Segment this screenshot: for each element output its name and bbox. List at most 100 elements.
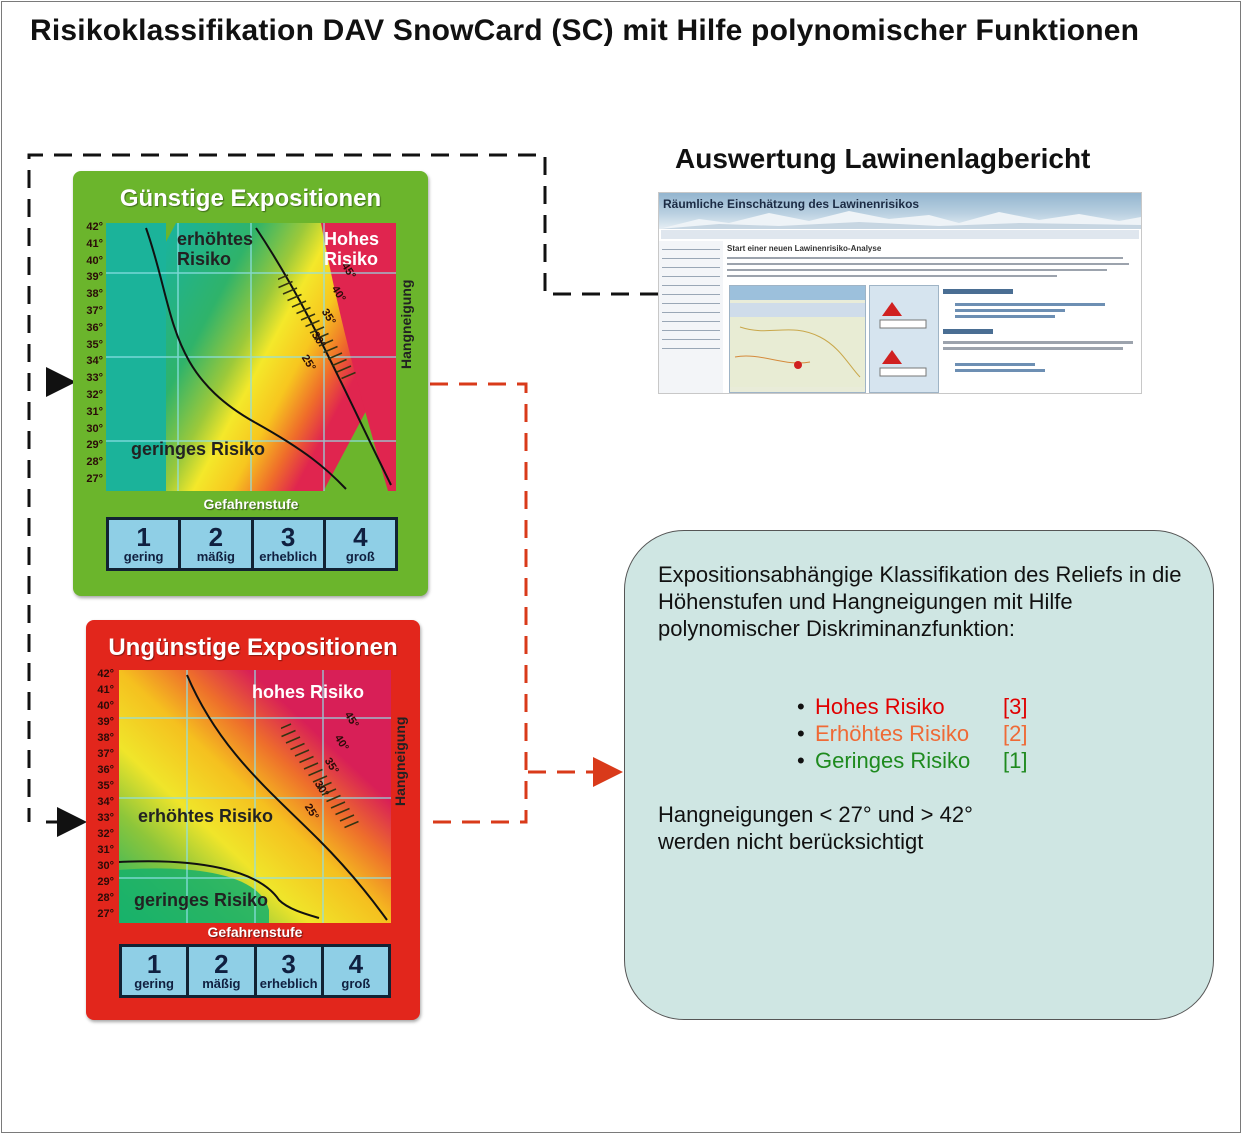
card-title: Ungünstige Expositionen — [108, 634, 398, 661]
bullet-icon: • — [797, 694, 805, 719]
hazard-axis-label: Gefahrenstufe — [203, 496, 299, 512]
risk-class-list: •Hohes Risiko[3]•Erhöhtes Risiko[2]•Geri… — [797, 693, 1027, 774]
hazard-level-label: gering — [123, 549, 164, 564]
slope-degree-label: 38° — [86, 288, 103, 301]
zone-label-elevated: erhöhtes Risiko — [138, 806, 274, 826]
slope-degree-label: 33° — [86, 372, 103, 385]
slope-degree-label: 28° — [97, 892, 114, 904]
slope-degree-label: 41° — [86, 237, 103, 250]
slope-degree-label: 29° — [86, 439, 103, 452]
slope-degree-label: 36° — [97, 764, 114, 776]
bullet-icon: • — [797, 748, 805, 773]
slope-degree-label: 30° — [97, 860, 114, 872]
report-links — [943, 289, 1133, 372]
hazard-level-number: 1 — [146, 949, 162, 979]
hazard-level-label: gering — [134, 976, 174, 991]
slope-degree-label: 34° — [97, 796, 114, 808]
zone-label-low: geringes Risiko — [134, 890, 269, 910]
hazard-level-label: erheblich — [259, 976, 318, 991]
slope-degree-label: 42° — [97, 668, 114, 680]
card-title: Günstige Expositionen — [119, 185, 382, 212]
slope-degree-label: 32° — [86, 388, 103, 401]
snowcard-favorable: Günstige Expositionen 42°41°40°39°38°37°… — [73, 171, 428, 596]
hazard-level-number: 2 — [214, 949, 229, 979]
zone-label-high: Hohes Risiko — [324, 229, 380, 269]
slope-degree-label: 28° — [86, 456, 103, 469]
zone-label-high: hohes Risiko — [252, 682, 365, 702]
slope-axis-label: Hangneigung — [392, 716, 408, 806]
bullet-icon: • — [797, 721, 805, 746]
risk-class-item: • Erhöhtes Risiko [2] — [797, 720, 1027, 747]
report-banner-title: Räumliche Einschätzung des Lawinenrisiko… — [663, 197, 920, 211]
hazard-level-label: erheblich — [259, 549, 318, 564]
hazard-axis-label: Gefahrenstufe — [207, 924, 303, 940]
risk-class-name: Erhöhtes Risiko — [815, 721, 970, 746]
risk-class-name: Hohes Risiko — [815, 694, 945, 719]
slope-degree-label: 35° — [86, 338, 103, 351]
slope-degree-label: 42° — [86, 221, 103, 233]
report-page-heading: Start einer neuen Lawinenrisiko-Analyse — [727, 244, 882, 253]
hazard-level-label: mäßig — [202, 976, 241, 991]
hazard-level-label: mäßig — [196, 549, 236, 564]
slope-degree-label: 31° — [97, 844, 114, 856]
report-sidebar — [659, 241, 723, 393]
slope-degree-label: 37° — [86, 304, 103, 317]
slope-degree-label: 31° — [86, 405, 103, 418]
hazard-level-number: 4 — [353, 522, 368, 552]
breadcrumb — [661, 230, 1139, 239]
hazard-level-number: 2 — [208, 522, 224, 552]
slope-degree-label: 38° — [97, 732, 114, 744]
slope-degree-label: 40° — [97, 700, 114, 712]
slope-degree-label: 36° — [86, 321, 103, 334]
risk-chart — [106, 223, 396, 491]
slope-degree-label: 27° — [86, 472, 103, 485]
classification-description: Expositionsabhängige Klassifikation des … — [658, 562, 1182, 641]
slope-degree-labels: 42°41°40°39°38°37°36°35°34°33°32°31°30°2… — [75, 219, 103, 488]
page-title: Risikoklassifikation DAV SnowCard (SC) m… — [30, 14, 1140, 47]
slope-exclusion-note: Hangneigungen < 27° und > 42° werden nic… — [658, 802, 973, 854]
risk-class-name: Geringes Risiko — [815, 748, 971, 773]
slope-degree-label: 39° — [97, 716, 114, 728]
slope-degree-label: 34° — [86, 355, 103, 368]
hazard-level-label: groß — [341, 976, 371, 991]
slope-degree-label: 40° — [86, 254, 103, 267]
slope-degree-label: 29° — [97, 876, 114, 888]
avalanche-report-screenshot: Räumliche Einschätzung des Lawinenrisiko… — [658, 192, 1142, 394]
classification-info-box: Expositionsabhängige Klassifikation des … — [624, 530, 1214, 1020]
report-banner: Räumliche Einschätzung des Lawinenrisiko… — [659, 193, 1141, 229]
risk-class-item: •Hohes Risiko[3] — [797, 693, 1027, 720]
slope-degree-label: 35° — [97, 780, 114, 792]
slope-degree-label: 27° — [97, 908, 114, 920]
hazard-level-number: 1 — [136, 522, 151, 552]
report-heading: Auswertung Lawinenlagbericht — [675, 143, 1091, 174]
snowcard-unfavorable: Ungünstige Expositionen 42° 41° 40° 39° 38° 3… — [86, 620, 420, 1020]
report-map — [729, 285, 866, 393]
risk-chart — [119, 670, 391, 923]
slope-degree-label: 37° — [97, 748, 114, 760]
report-danger-level-panel — [869, 285, 939, 393]
slope-degree-label: 33° — [97, 812, 114, 824]
slope-degree-labels: 42° 41° 40° 39° 38° 37° 36° 35° 34° 33° 32° 31° 30° 2… — [86, 666, 114, 922]
zone-label-elevated: erhöhtes Risiko — [177, 229, 254, 269]
slope-degree-label: 32° — [97, 828, 114, 840]
risk-class-item: •Geringes Risiko[1] — [797, 747, 1027, 774]
hazard-level-number: 3 — [281, 949, 296, 979]
hazard-level-number: 3 — [280, 522, 296, 552]
slope-axis-label: Hangneigung — [398, 279, 414, 369]
slope-angle-scale — [281, 723, 359, 829]
slope-angle-scale — [278, 274, 356, 380]
zone-label-low: geringes Risiko — [131, 439, 266, 459]
slope-degree-label: 41° — [97, 684, 114, 696]
risk-class-code: [2] — [1003, 721, 1028, 746]
